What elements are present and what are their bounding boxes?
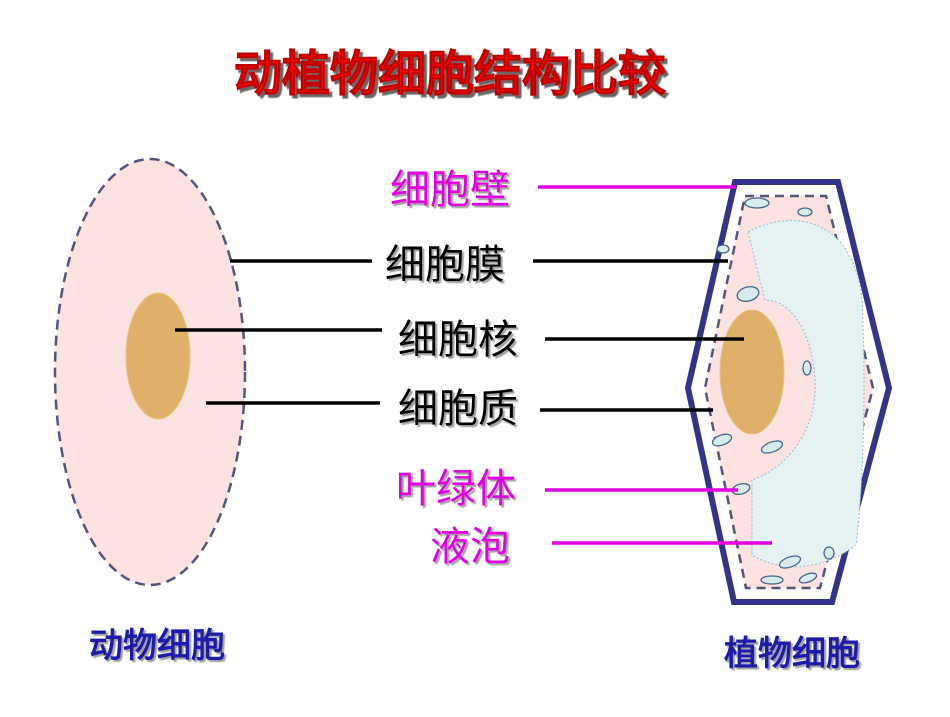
plant-cell-vacuole bbox=[747, 220, 865, 568]
leader-lines bbox=[175, 185, 772, 545]
chloroplast bbox=[760, 575, 784, 585]
chloroplast bbox=[797, 207, 813, 217]
animal-cell bbox=[53, 157, 247, 587]
chloroplast bbox=[744, 197, 770, 209]
caption-animal-cell: 动物细胞 bbox=[89, 626, 225, 666]
caption-plant-cell: 植物细胞 bbox=[724, 634, 860, 674]
chloroplast bbox=[823, 546, 835, 560]
label-cytoplasm: 细胞质 bbox=[398, 386, 518, 432]
chloroplast bbox=[760, 440, 784, 454]
plant-cell bbox=[684, 179, 893, 605]
label-cell-membrane: 细胞膜 bbox=[385, 242, 505, 288]
animal-cell-nucleus bbox=[125, 292, 191, 420]
label-vacuole: 液泡 bbox=[430, 524, 510, 570]
chloroplast bbox=[778, 555, 802, 569]
chloroplast bbox=[716, 244, 730, 254]
label-chloroplast: 叶绿体 bbox=[396, 466, 516, 512]
chloroplast bbox=[802, 360, 812, 376]
label-cell-wall: 细胞壁 bbox=[390, 167, 510, 213]
label-nucleus: 细胞核 bbox=[398, 317, 518, 363]
chloroplast bbox=[711, 433, 733, 447]
chloroplasts bbox=[711, 197, 835, 585]
page-title: 动植物细胞结构比较 bbox=[234, 46, 666, 102]
chloroplast bbox=[736, 286, 760, 302]
chloroplast bbox=[798, 572, 818, 584]
plant-cell-nucleus bbox=[719, 309, 785, 435]
